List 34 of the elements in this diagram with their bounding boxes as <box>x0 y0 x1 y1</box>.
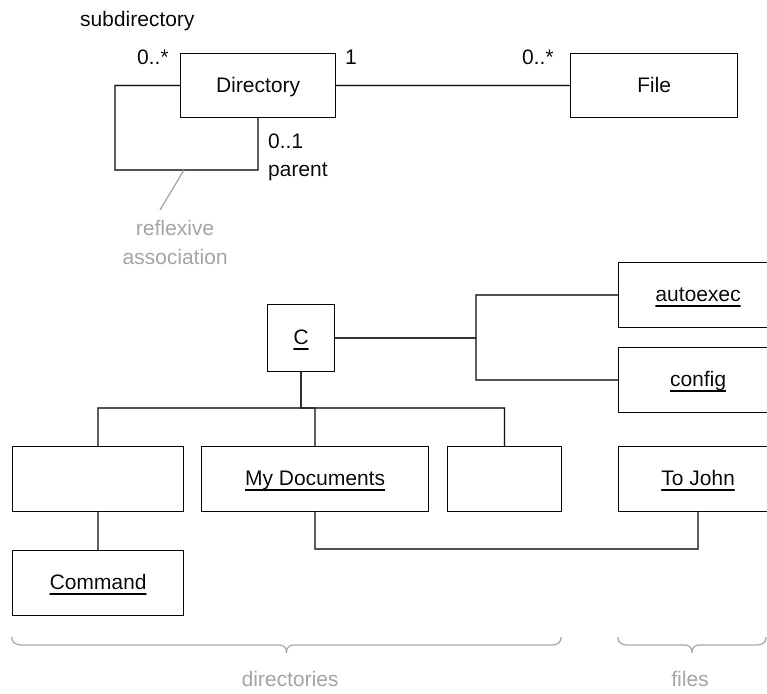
object-name: C <box>293 326 309 350</box>
annotation-text: reflexive association <box>110 210 240 276</box>
group-label: files <box>671 668 709 692</box>
class-name: Directory <box>216 74 300 98</box>
object-box <box>618 262 767 328</box>
object-box <box>12 446 184 512</box>
object-box <box>267 304 335 372</box>
object-box <box>618 347 767 413</box>
association-line <box>300 372 506 446</box>
object-name: My Documents <box>244 467 386 491</box>
class-box <box>180 53 336 118</box>
object-box <box>618 446 767 512</box>
class-name: File <box>637 74 671 98</box>
class-box <box>570 53 738 118</box>
multiplicity-label: 0..1 <box>268 130 304 154</box>
object-name: To John <box>661 467 735 491</box>
object-box <box>201 446 429 512</box>
multiplicity-label: 1 <box>345 46 357 70</box>
role-name: parent <box>268 158 328 182</box>
object-name: autoexec <box>655 283 741 307</box>
multiplicity-label: 0..* <box>522 46 554 70</box>
multiplicity-label: 0..* <box>137 46 169 70</box>
association-line <box>314 512 699 550</box>
object-name: Command <box>50 571 146 595</box>
association-line <box>335 337 618 381</box>
association-line <box>114 84 259 171</box>
association-line <box>97 512 99 550</box>
object-box <box>12 550 184 616</box>
object-box <box>447 446 562 512</box>
association-line <box>336 84 570 86</box>
group-label: directories <box>242 668 338 692</box>
role-name: subdirectory <box>80 8 194 32</box>
leader-line <box>159 170 185 210</box>
object-name: config <box>670 368 726 392</box>
